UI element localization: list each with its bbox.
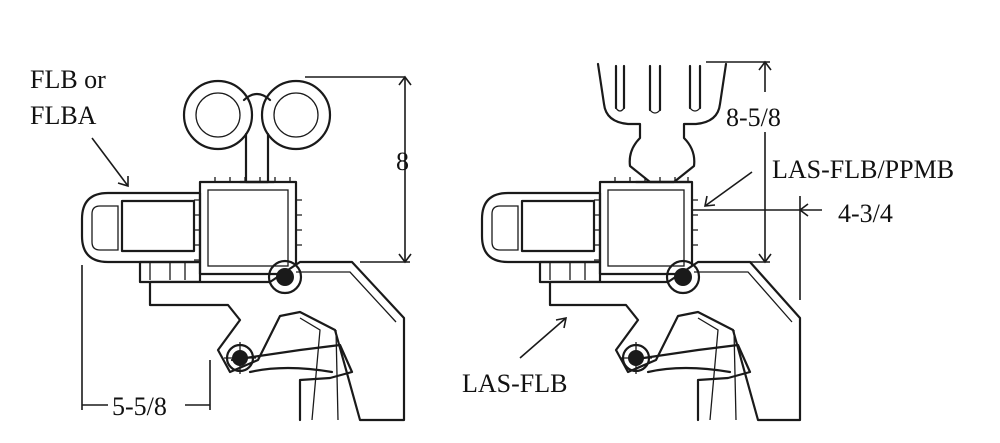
side-dimension-label: 4-3/4: [838, 199, 893, 228]
twin-ring-fitting: [182, 79, 332, 184]
right-assembly: [480, 60, 822, 422]
fork-fitting: [596, 62, 728, 184]
left-assembly: [80, 75, 412, 422]
base-label: LAS-FLB: [462, 369, 567, 398]
width-dimension-label: 5-5/8: [112, 392, 167, 421]
clamp-label: LAS-FLB/PPMB: [772, 155, 954, 184]
top-dimension-label: 8-5/8: [726, 103, 781, 132]
flb-label-line2: FLBA: [30, 101, 97, 130]
flb-label-line1: FLB or: [30, 65, 106, 94]
height-dimension-label: 8: [396, 147, 409, 176]
